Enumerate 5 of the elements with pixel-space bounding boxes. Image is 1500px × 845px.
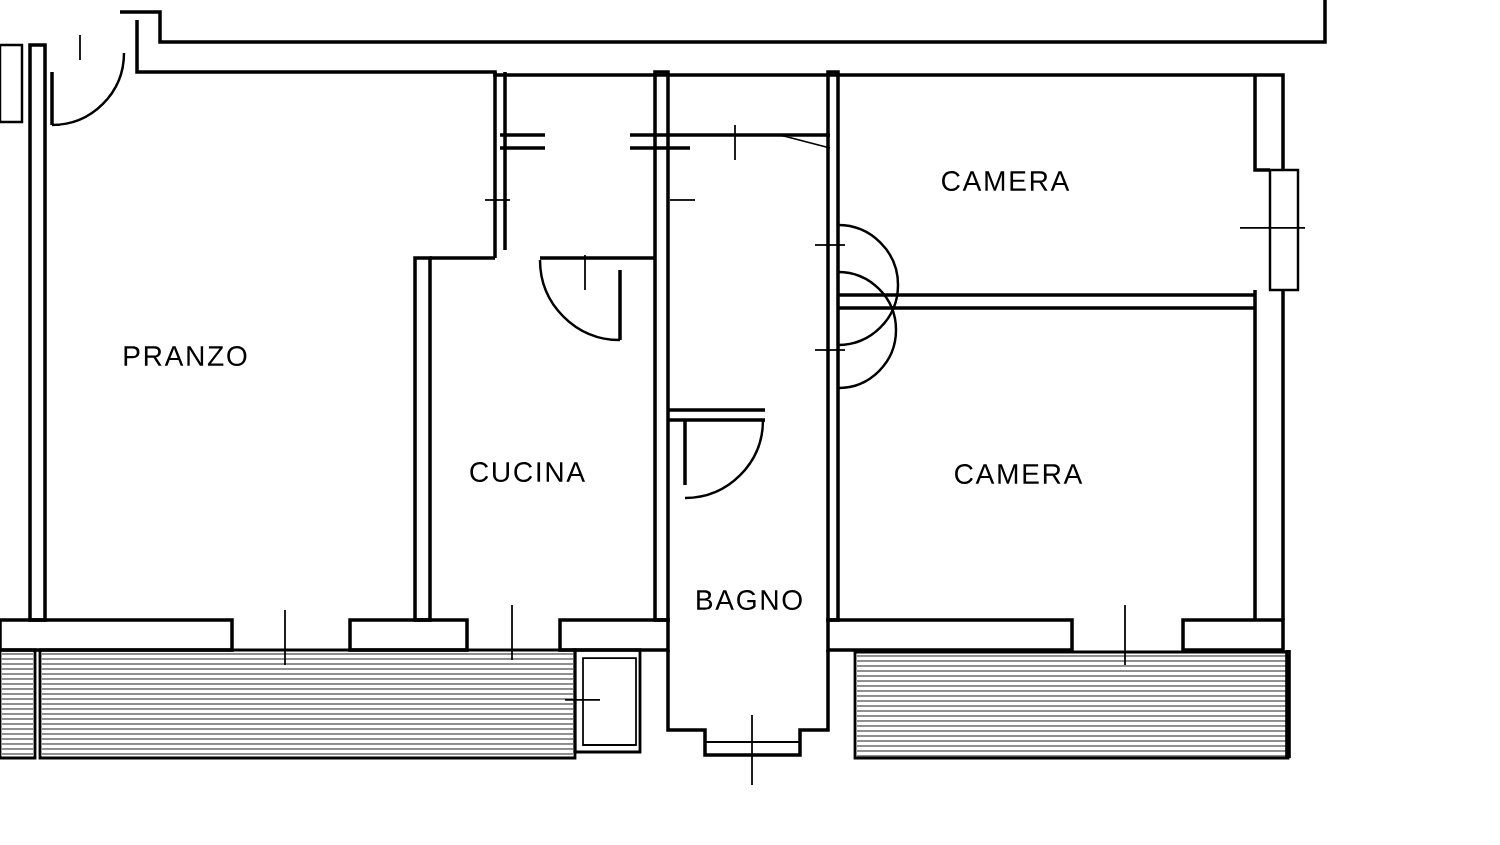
- room-label: CAMERA: [942, 171, 1070, 191]
- room-label: CAMERA: [955, 464, 1083, 484]
- room-label: PRANZO: [124, 346, 247, 366]
- room-label: BAGNO: [697, 590, 802, 610]
- room-label: CUCINA: [470, 462, 586, 482]
